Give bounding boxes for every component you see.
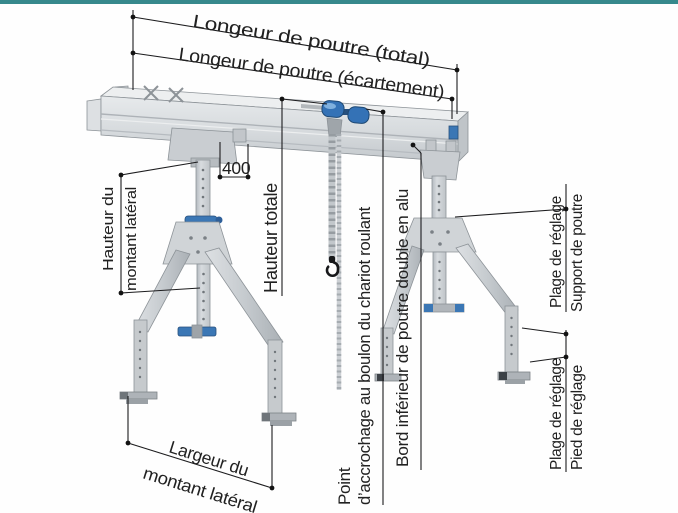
dimension-endpoint-dot <box>454 67 460 73</box>
side-post-height-label-line1: Hauteur du <box>100 187 117 271</box>
dimension-endpoint-dot <box>380 109 386 115</box>
beam-rear-stub <box>86 98 102 132</box>
dimension-endpoint-dot <box>563 354 569 360</box>
dim-attach-point: Point d’accrochage au boulon du chariot … <box>335 108 386 505</box>
dimension-endpoint-dot <box>279 96 285 102</box>
dimension-endpoint-dot <box>118 290 124 296</box>
dimension-endpoint-dot <box>563 206 569 212</box>
dimension-endpoint-dot <box>245 174 251 180</box>
trolley-roller-rear <box>347 106 370 124</box>
beam-clamp-x-left <box>143 85 159 101</box>
dimension-endpoint-dot <box>130 50 136 56</box>
beam-clamp-x-right <box>168 87 184 103</box>
trolley-rod <box>301 104 327 110</box>
chain-hook <box>325 260 340 278</box>
roller-highlight <box>324 102 336 110</box>
side-post-height-label-line2: montant latéral <box>123 187 140 291</box>
left-inner-mast-holes <box>202 272 205 321</box>
offset-400-label: 400 <box>222 158 251 178</box>
right-inner-column-holes <box>438 260 441 300</box>
beam-groove-line <box>100 113 459 141</box>
beam-bottom-edge-label: Bord inférieur de poutre double en alu <box>393 189 412 467</box>
left-rear-foot-clamp <box>191 324 203 339</box>
trolley-axle <box>341 109 351 115</box>
dimension-endpoint-dot <box>269 485 275 491</box>
left-tube-left-holes <box>138 330 142 379</box>
attach-point-label-line1: Point <box>335 467 354 505</box>
adjustment-range-lower-label: Plage de réglage <box>548 358 565 470</box>
dimension-endpoint-dot <box>118 172 124 178</box>
right-tube-left-holes <box>385 336 389 367</box>
right-tube-right-holes <box>510 316 513 356</box>
left-foot-left <box>119 391 158 404</box>
chain-hoist <box>325 134 342 390</box>
dim-side-post-width: Largeur du montant latéral <box>125 396 275 513</box>
total-height-label: Hauteur totale <box>261 183 281 293</box>
dim-side-post-height: Hauteur du montant latéral <box>100 161 201 296</box>
dimension-endpoint-dot <box>563 331 569 337</box>
left-leg-left <box>134 249 191 333</box>
dim-total-height: Hauteur totale <box>261 96 328 296</box>
right-apex-plate <box>399 217 477 253</box>
dimension-endpoint-dot <box>125 440 131 446</box>
dimension-endpoint-dot <box>449 96 455 102</box>
beam-groove-highlight <box>100 118 459 145</box>
left-apex-holes <box>189 236 207 254</box>
left-tube-right-holes <box>273 350 277 399</box>
dimension-endpoint-dot <box>130 14 136 20</box>
dim-offset-400: 400 <box>217 142 251 180</box>
beam-lower-shade-line <box>100 129 459 157</box>
right-foot-left <box>374 373 402 382</box>
right-mast-holes <box>437 184 441 212</box>
right-foot-right <box>497 371 531 384</box>
right-leg-right <box>455 243 519 316</box>
right-adjust-tube-right <box>504 305 519 373</box>
right-leg-left <box>382 245 425 335</box>
dimension-endpoint-dot <box>217 174 223 180</box>
right-rear-foot-blue-right <box>455 304 464 312</box>
left-clamp-bracket <box>232 128 247 143</box>
right-apex-holes <box>430 230 450 246</box>
crane-illustration <box>86 85 531 426</box>
top-accent-bar <box>0 0 678 4</box>
dim-beam-bottom-edge: Bord inférieur de poutre double en alu <box>393 142 422 470</box>
adjustment-foot-label: Pied de réglage <box>569 365 586 470</box>
left-foot-right <box>261 412 297 426</box>
beam-support-label: Support de poutre <box>569 194 586 312</box>
callout-beam-support: Plage de réglage Support de poutre <box>454 184 586 312</box>
beam-end-cap <box>457 111 469 163</box>
callout-adjustment-foot: Plage de réglage Pied de réglage <box>521 327 586 472</box>
trolley-roller-front <box>321 100 345 118</box>
right-support <box>374 139 531 384</box>
right-rear-foot-blue-left <box>424 304 433 312</box>
attach-point-label-line2: d’accrochage au boulon du chariot roulan… <box>355 206 374 505</box>
left-mast-holes <box>201 168 205 208</box>
right-beam-bracket <box>419 149 461 181</box>
right-mast <box>431 175 447 223</box>
beam-end-stop-blue <box>448 125 459 140</box>
adjustment-range-upper-label: Plage de réglage <box>548 196 565 308</box>
left-leg-right <box>204 247 284 349</box>
